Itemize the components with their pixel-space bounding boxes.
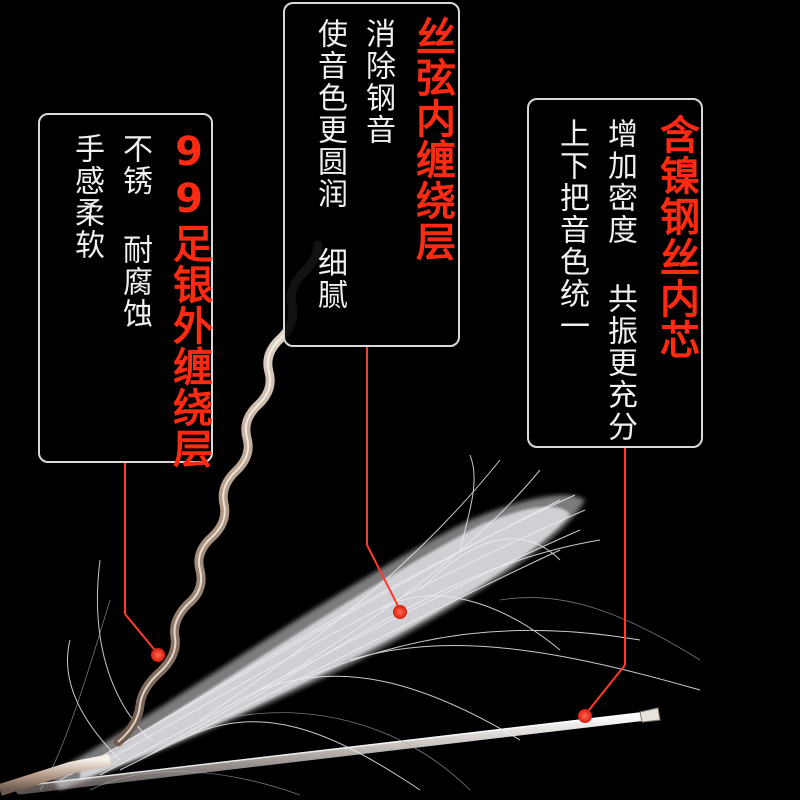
label-title-silver-winding: 99足银外缠绕层 [166,129,212,469]
label-desc-line-2: 使音色更圆润 细腻 [312,18,347,311]
marker-dot-core [578,709,592,723]
label-desc-line-1: 不锈 耐腐蚀 [117,133,152,330]
label-box-steel-core: 含镍钢丝内芯 增加密度 共振更充分 上下把音色统一 [527,98,703,448]
label-box-silk-winding: 丝弦内缠绕层 消除钢音 使音色更圆润 细腻 [283,2,460,347]
leader-lines [124,345,626,716]
marker-dot-silk [393,605,407,619]
label-box-silver-winding: 99足银外缠绕层 不锈 耐腐蚀 手感柔软 [38,113,213,469]
label-desc-line-1: 消除钢音 [360,18,395,146]
label-title-steel-core: 含镍钢丝内芯 [653,114,699,360]
silk-fiber-bundle [39,454,701,796]
label-title-silk-winding: 丝弦内缠绕层 [409,16,455,262]
label-desc-line-2: 上下把音色统一 [554,118,589,342]
label-desc-line-1: 增加密度 共振更充分 [602,118,637,443]
marker-dot-silver [151,648,165,662]
label-desc-line-2: 手感柔软 [69,133,104,261]
